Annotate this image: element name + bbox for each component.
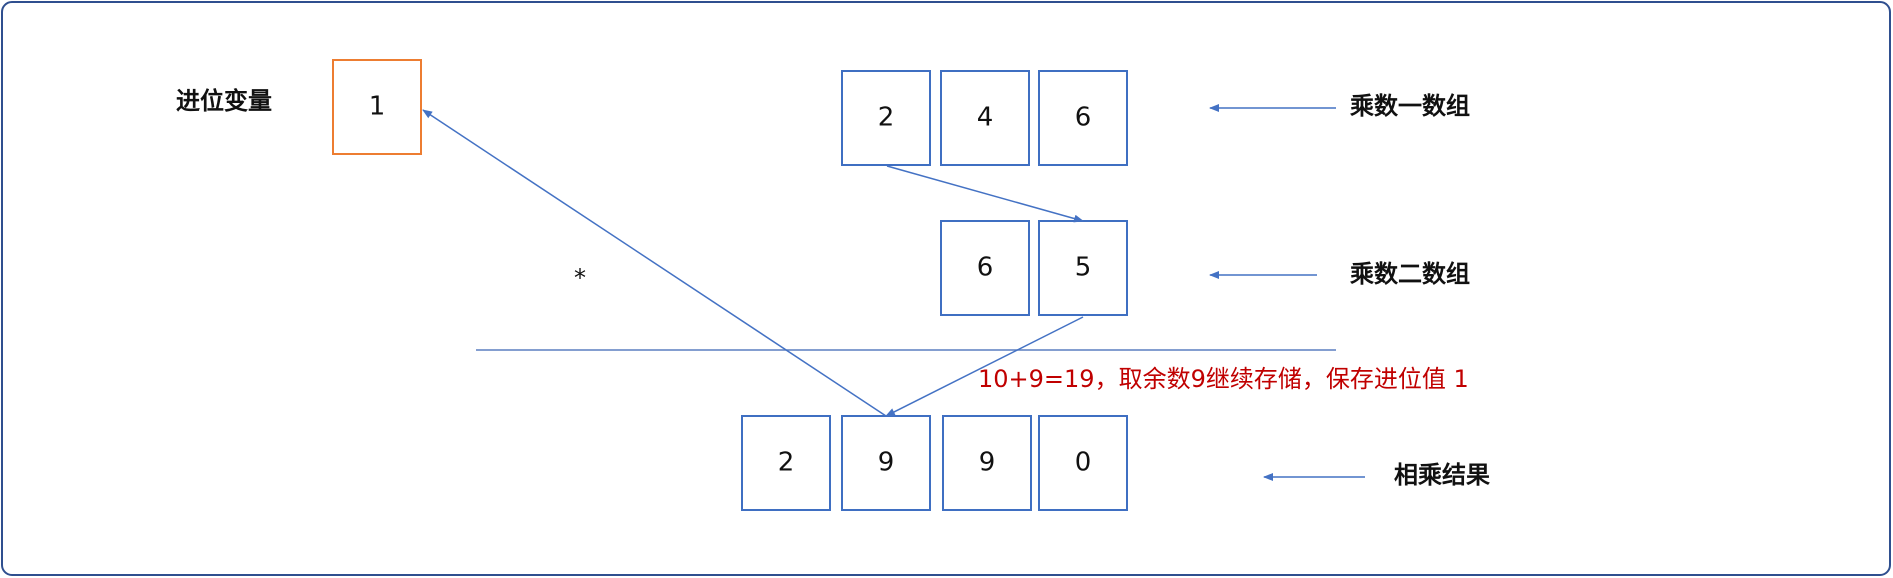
multiplier-one-to-multiplier-two-arrow — [886, 165, 1084, 223]
multiplier-one-digit-box-frame — [1038, 70, 1128, 166]
multiplier-two-digit: 5 — [1075, 253, 1092, 283]
multiplier-one-digit-box-frame — [940, 70, 1030, 166]
result-digit-box: 9 — [841, 415, 931, 511]
multiplier-one-digit-box: 4 — [940, 70, 1030, 166]
carry-box: 1 — [332, 59, 422, 155]
multiplier-two-to-result-arrow — [885, 316, 1084, 417]
multiplier-one-array: 2 4 6 — [841, 70, 1128, 166]
multiplier-two-digit-box: 5 — [1038, 220, 1128, 316]
result-digit-box: 0 — [1038, 415, 1128, 511]
multiplier-two-digit-box: 6 — [940, 220, 1030, 316]
multiplier-two-array: 6 5 — [940, 220, 1128, 316]
carry-value: 1 — [369, 92, 386, 122]
multiplication-operator: * — [574, 264, 586, 292]
carry-box-frame — [332, 59, 422, 155]
result-digit: 0 — [1075, 448, 1092, 478]
result-array: 2 9 9 0 — [741, 415, 1128, 511]
result-digit-box: 2 — [741, 415, 831, 511]
carry-explanation-note: 10+9=19，取余数9继续存储，保存进位值 1 — [978, 365, 1469, 393]
result-pointer: 相乘结果 — [1263, 461, 1490, 489]
result-digit-box: 9 — [942, 415, 1032, 511]
multiplier-one-digit-box: 6 — [1038, 70, 1128, 166]
result-digit-box-frame — [942, 415, 1032, 511]
multiplier-two-label: 乘数二数组 — [1349, 260, 1470, 288]
multiplier-one-pointer: 乘数一数组 — [1209, 92, 1470, 120]
multiplier-one-digit: 4 — [977, 103, 994, 133]
multiplier-one-digit-box: 2 — [841, 70, 931, 166]
result-digit: 9 — [979, 448, 996, 478]
multiplier-one-digit: 2 — [878, 103, 895, 133]
multiplier-two-pointer: 乘数二数组 — [1209, 260, 1470, 288]
result-digit: 2 — [778, 448, 795, 478]
result-digit: 9 — [878, 448, 895, 478]
result-label: 相乘结果 — [1394, 461, 1490, 489]
multiplier-one-digit-box-frame — [841, 70, 931, 166]
multiplier-one-digit: 6 — [1075, 103, 1092, 133]
multiplier-one-label: 乘数一数组 — [1349, 92, 1470, 120]
result-digit-box-frame — [741, 415, 831, 511]
result-to-carry-arrow — [422, 109, 887, 417]
result-digit-box-frame — [1038, 415, 1128, 511]
carry-variable-label: 进位变量 — [176, 87, 272, 115]
result-digit-box-frame — [841, 415, 931, 511]
multiplier-two-digit-box-frame — [940, 220, 1030, 316]
multiplier-two-digit: 6 — [977, 253, 994, 283]
